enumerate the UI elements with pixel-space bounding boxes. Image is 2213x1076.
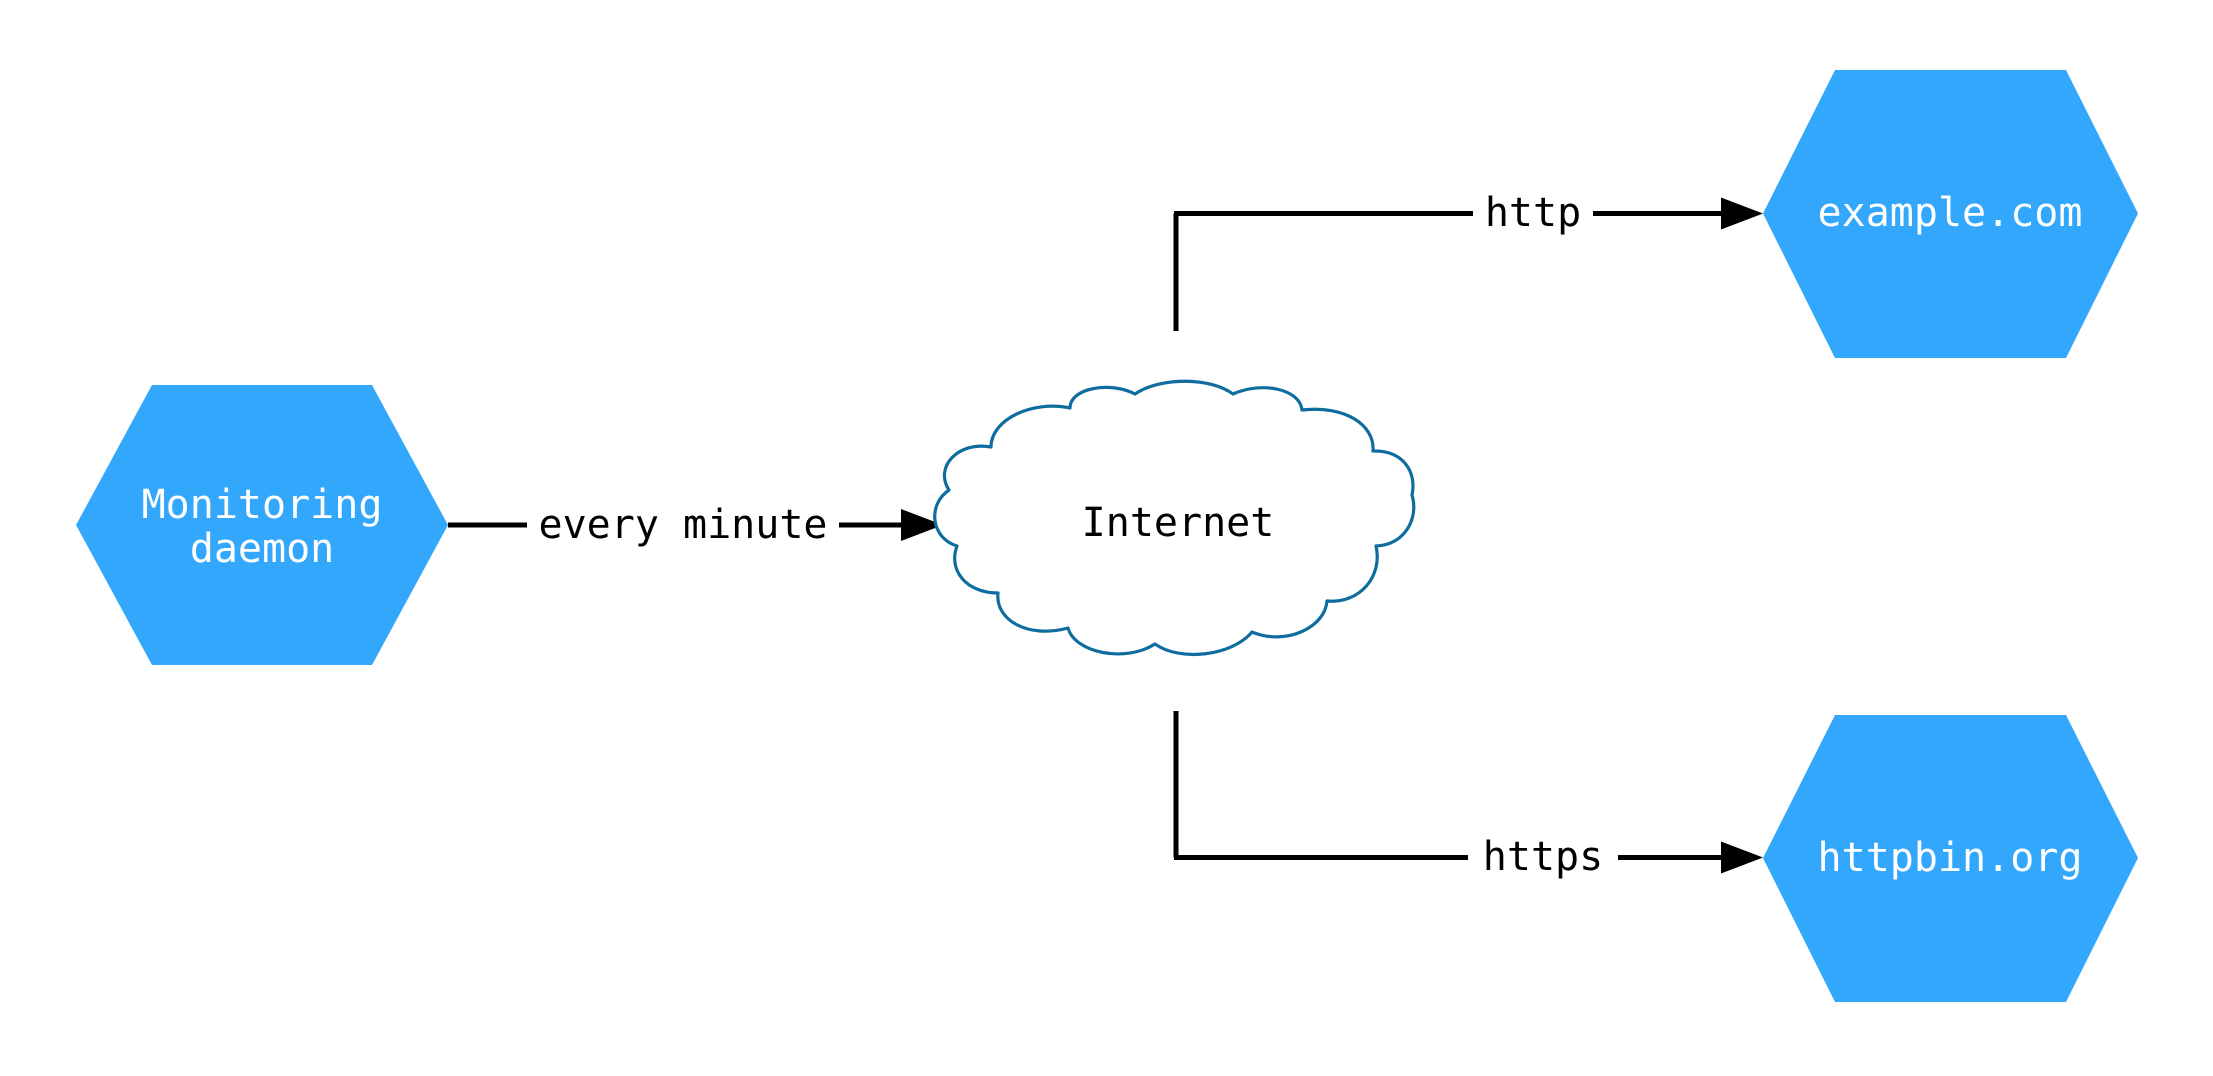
edge-internet-to-example[interactable]: http [1173,190,1763,331]
node-example-com[interactable]: example.com [1763,70,2138,358]
example-com-label: example.com [1818,190,2083,236]
monitoring-daemon-label-line2: daemon [190,526,335,572]
internet-cloud-shape [933,379,1416,657]
httpbin-org-label: httpbin.org [1818,835,2083,881]
edge-label-https: https [1483,834,1603,880]
node-internet[interactable]: Internet [933,379,1416,657]
edge-internet-to-httpbin[interactable]: https [1173,711,1763,880]
edge-label-http: http [1485,190,1581,236]
edge-daemon-to-internet[interactable]: every minute [448,502,943,548]
httpbin-org-hexagon-shape [1763,715,2138,1002]
arrowhead-icon-to-example [1721,197,1763,230]
monitoring-daemon-hexagon-shape [76,385,448,665]
arrowhead-icon-to-httpbin [1721,841,1763,874]
node-httpbin-org[interactable]: httpbin.org [1763,715,2138,1002]
arrowhead-icon-to-internet [901,509,943,541]
example-com-hexagon-shape [1763,70,2138,358]
internet-label: Internet [1082,500,1275,546]
node-monitoring-daemon[interactable]: Monitoring daemon [76,385,448,665]
edge-label-every-minute: every minute [539,502,828,548]
monitoring-daemon-label-line1: Monitoring [142,482,383,528]
